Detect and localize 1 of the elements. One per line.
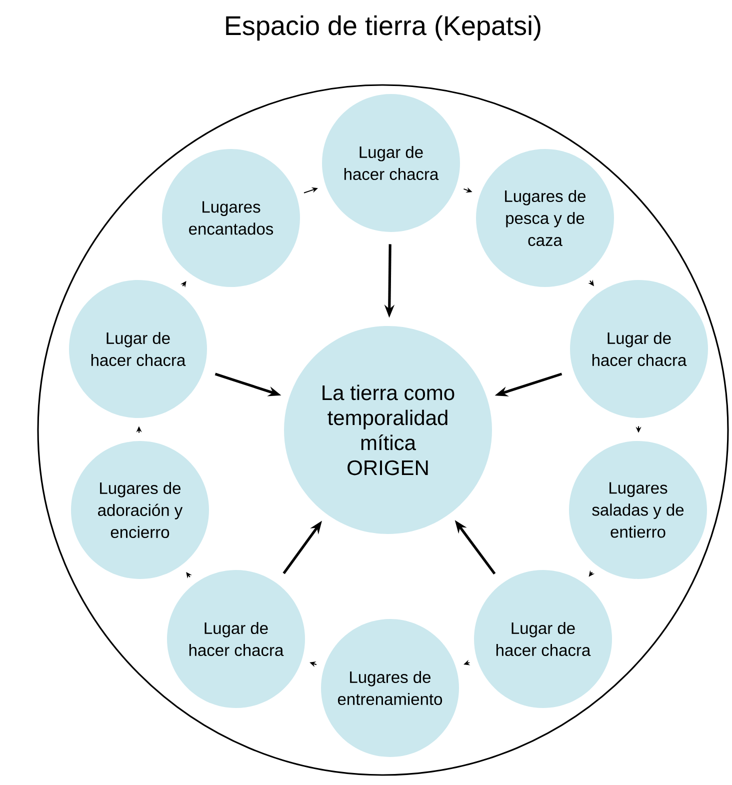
node-label: Espacio de tierra (Kepatsi) (226, 15, 540, 41)
